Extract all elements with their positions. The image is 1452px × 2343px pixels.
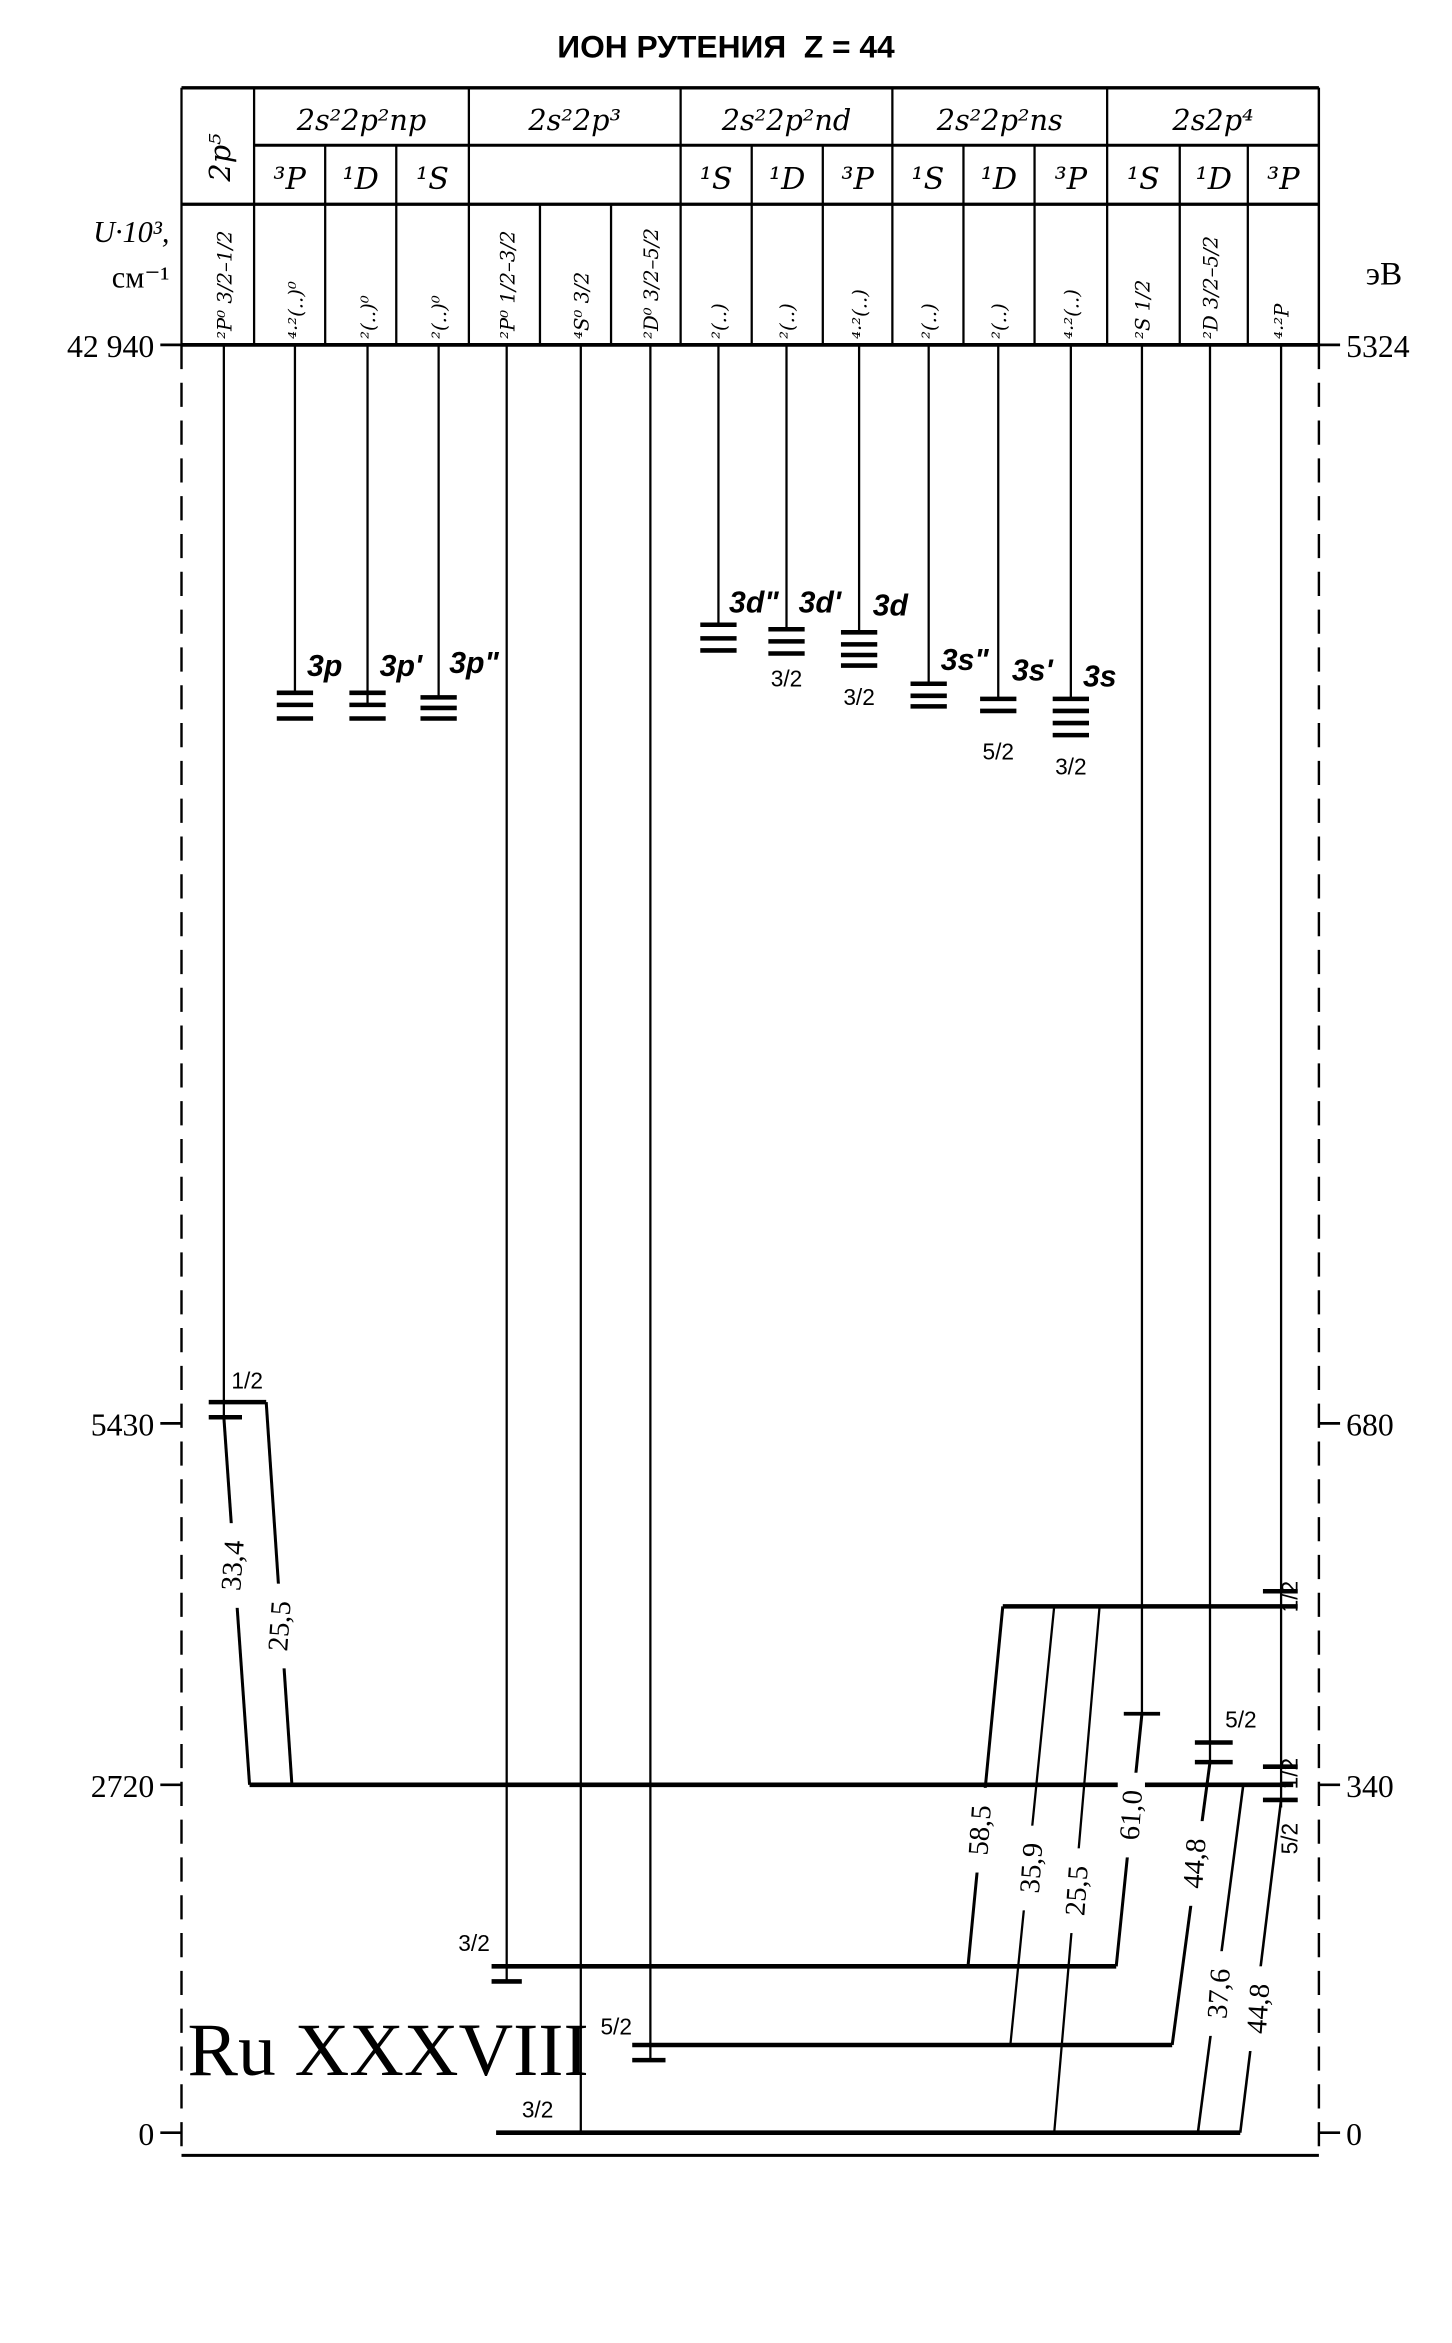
upper-level-label: 3d' — [799, 587, 843, 620]
transition-label-bg — [219, 1523, 247, 1608]
subterm-label: ³P — [1055, 162, 1088, 197]
term-label: ²S 1/2 — [1132, 280, 1155, 339]
diagram-title: ИОН РУТЕНИЯ Z = 44 — [557, 29, 895, 65]
transition-label-bg — [1017, 1825, 1046, 1911]
subterm-label: ³P — [841, 162, 874, 197]
level-j-label: 1/2 — [1277, 1581, 1303, 1613]
subterm-label: ¹S — [1127, 162, 1160, 197]
level-j-label: 5/2 — [600, 2013, 632, 2039]
term-label: ²(..)⁰ — [428, 295, 451, 339]
term-label: ²(..) — [918, 303, 941, 339]
upper-level-label: 3s' — [1012, 655, 1055, 688]
level-j-label: 5/2 — [982, 738, 1014, 764]
level-j-label: 3/2 — [522, 2097, 554, 2123]
term-label: ²D 3/2–5/2 — [1200, 236, 1223, 339]
transition-label-bg — [1063, 1848, 1091, 1934]
level-j-label: 3/2 — [843, 684, 875, 710]
level-j-label: 5/2 — [1225, 1706, 1257, 1732]
upper-level-label: 3d — [873, 590, 909, 623]
left-axis-unit: см⁻¹ — [112, 260, 170, 294]
left-axis-tick-label: 2720 — [91, 1769, 154, 1804]
transition-label-bg — [966, 1787, 994, 1873]
energy-axes: 42 940 5324 5430 680 2720 340 0 0 U·10³, см⁻¹ эВ — [67, 215, 1410, 2152]
first-column-label: 2p⁵ — [203, 133, 237, 183]
left-axis-tick-label: 42 940 — [67, 329, 154, 364]
term-header-table: 2s²2p²np 2s²2p³ 2s²2p²nd 2s²2p²ns 2s2p⁴ 2p⁵ ³P… — [203, 87, 1321, 345]
frame — [180, 86, 1321, 2157]
transition-wavelength-label: 25,5 — [1059, 1865, 1094, 1917]
right-axis-label: эВ — [1366, 255, 1402, 292]
right-axis-tick-label: 0 — [1346, 2117, 1362, 2152]
transition-wavelength-label: 33,4 — [215, 1539, 250, 1591]
upper-level-label: 3p — [307, 650, 342, 683]
term-label: ²P⁰ 1/2–3/2 — [496, 231, 519, 339]
level-j-label: 1/2 — [231, 1368, 263, 1394]
level-j-label: 1/2 — [1277, 1758, 1303, 1790]
subterm-label: ¹S — [700, 162, 733, 197]
right-axis-tick-label: 5324 — [1346, 329, 1410, 364]
transition-wavelength-label: 35,9 — [1014, 1842, 1049, 1894]
term-label: ⁴·²P — [1271, 303, 1294, 339]
transition-label-bg — [1181, 1821, 1209, 1906]
transition-wavelength-label: 58,5 — [962, 1804, 997, 1856]
term-label: ⁴·²(..) — [1060, 289, 1083, 339]
level-j-label: 5/2 — [1277, 1823, 1303, 1855]
transition-label-bg — [1244, 1966, 1273, 2052]
transition-label-bg — [266, 1583, 294, 1669]
energy-levels: 3p 3p' 3p" 3d" 3d' 3/2 3d 3/2 3s" 3s' 5/2 3s 3/2 1/2 1… — [208, 344, 1303, 2135]
transition-line — [966, 1606, 1005, 1967]
term-label: ²(..)⁰ — [357, 295, 380, 339]
upper-level-label: 3s" — [941, 644, 990, 677]
transition-wavelength-label: 44,8 — [1177, 1837, 1212, 1889]
group-label: 2s²2p²nd — [721, 103, 852, 137]
transition-wavelength-label: 25,5 — [262, 1600, 297, 1652]
transition-label-bg — [1205, 1951, 1233, 2036]
subterm-label: ¹S — [911, 162, 944, 197]
subterm-label: ³P — [273, 162, 306, 197]
term-label: ⁴·²(..) — [849, 289, 872, 339]
transition-wavelength-label: 37,6 — [1201, 1967, 1236, 2019]
term-label: ²(..) — [708, 303, 731, 339]
transition-label-bg — [1117, 1772, 1145, 1858]
transition-wavelength-label: 44,8 — [1241, 1982, 1276, 2034]
term-label: ²(..) — [988, 303, 1011, 339]
left-axis-tick-label: 0 — [138, 2117, 154, 2152]
subterm-label: ¹D — [1196, 162, 1232, 197]
upper-level-label: 3d" — [729, 587, 779, 620]
right-axis-tick-label: 680 — [1346, 1407, 1394, 1442]
subterm-label: ¹D — [981, 162, 1017, 197]
right-axis-tick-label: 340 — [1346, 1769, 1394, 1804]
ion-label: Ru XXXVIII — [188, 2009, 589, 2092]
group-label: 2s²2p³ — [527, 103, 621, 137]
term-label: ²D⁰ 3/2–5/2 — [640, 228, 663, 339]
left-axis-label: U·10³, — [93, 215, 169, 249]
group-label: 2s²2p²np — [296, 103, 427, 137]
level-j-label: 3/2 — [458, 1930, 490, 1956]
term-label: ⁴S⁰ 3/2 — [570, 272, 593, 339]
upper-level-label: 3s — [1083, 661, 1117, 694]
term-label: ⁴·²(..)⁰ — [285, 281, 308, 339]
left-axis-tick-label: 5430 — [91, 1407, 154, 1442]
transition-wavelength-label: 61,0 — [1114, 1789, 1149, 1841]
level-j-label: 3/2 — [1055, 753, 1087, 779]
subterm-label: ¹S — [416, 162, 449, 197]
upper-level-label: 3p" — [449, 647, 499, 680]
term-label: ²P⁰ 3/2–1/2 — [213, 231, 236, 339]
subterm-label: ¹D — [343, 162, 379, 197]
term-label: ²(..) — [776, 303, 799, 339]
group-label: 2s2p⁴ — [1171, 103, 1253, 137]
level-j-label: 3/2 — [771, 666, 803, 692]
subterm-label: ¹D — [769, 162, 805, 197]
subterm-label: ³P — [1267, 162, 1300, 197]
group-label: 2s²2p²ns — [936, 103, 1063, 137]
upper-level-label: 3p' — [380, 650, 424, 683]
